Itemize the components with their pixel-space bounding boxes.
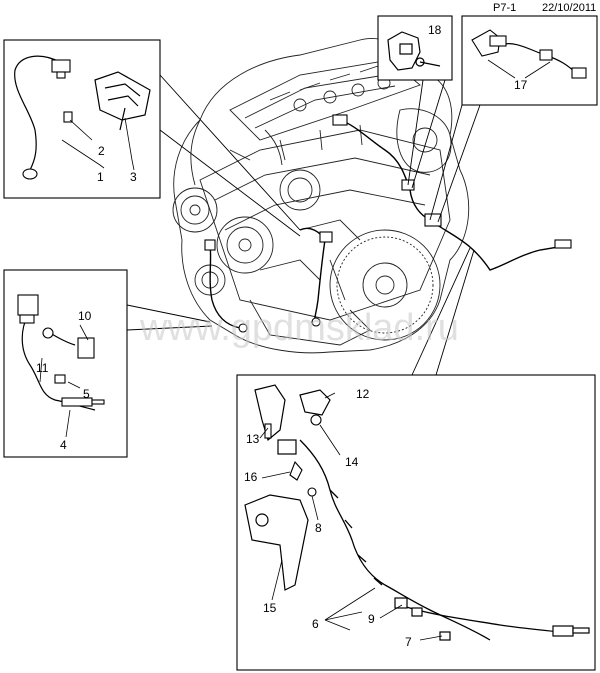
callout-7: 7 [405,635,412,649]
inset-bracket-18: 18 [377,15,453,81]
callout-5: 5 [83,387,90,401]
callout-9: 9 [368,612,375,626]
inset-sensor-1-3: 2 1 3 [3,39,161,199]
callout-12: 12 [356,387,370,401]
callout-17: 17 [514,78,528,92]
callout-3: 3 [130,170,137,184]
callout-16: 16 [244,470,258,484]
engine-sensor-harnesses [209,119,571,329]
page-date: 22/10/2011 [542,2,597,14]
inset-sensor-4-11: 10 11 5 4 [3,269,128,458]
engine-sensor-connectors [204,114,572,333]
callout-4: 4 [60,438,67,452]
callout-8: 8 [315,521,322,535]
callout-6: 6 [312,617,319,631]
watermark: www.gpdmsklad.ru [139,307,459,349]
inset-wiring-6-16: 12 13 14 16 8 15 6 9 7 [236,374,596,671]
callout-13: 13 [246,432,260,446]
page-code: P7-1 [493,2,517,14]
callout-10: 10 [78,309,92,323]
callout-15: 15 [263,601,277,615]
callout-18: 18 [428,23,442,37]
callout-11: 11 [36,361,49,375]
inset-sensor-17: 17 [461,15,598,106]
callout-14: 14 [345,455,359,469]
inset-leader-lines [126,74,481,376]
callout-2: 2 [98,144,105,158]
engine-drawing [172,38,470,354]
callout-1: 1 [97,170,104,184]
